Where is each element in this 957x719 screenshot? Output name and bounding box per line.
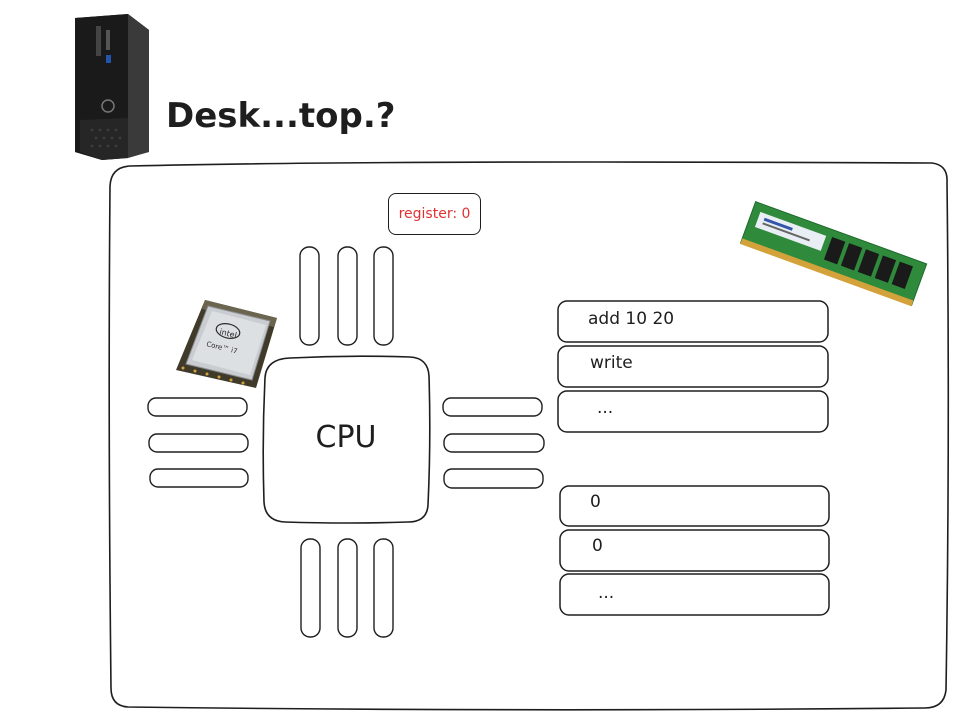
cpu-pins-top bbox=[299, 246, 394, 346]
cpu-label: CPU bbox=[315, 420, 377, 455]
chip-brand-text: intel bbox=[219, 327, 238, 340]
register-box: register: 0 bbox=[388, 193, 481, 235]
page-title: Desk...top.? bbox=[166, 96, 396, 136]
data-slots bbox=[559, 485, 830, 616]
data-slot-text: ... bbox=[598, 583, 615, 603]
instruction-slot-text: write bbox=[590, 353, 633, 373]
cpu-pins-bottom bbox=[300, 538, 394, 638]
data-slot-text: 0 bbox=[592, 536, 603, 556]
ram-stick-image bbox=[739, 201, 928, 307]
cpu-chip-image: intel Core™ i7 bbox=[176, 300, 277, 388]
data-slot-text: 0 bbox=[590, 492, 601, 512]
desktop-tower-image bbox=[75, 14, 149, 160]
outer-frame bbox=[108, 161, 950, 711]
cpu-pins-right bbox=[442, 397, 545, 489]
cpu-body bbox=[262, 355, 431, 524]
instruction-slot-text: add 10 20 bbox=[588, 309, 675, 329]
instruction-slot-text: ... bbox=[597, 398, 614, 418]
cpu-pins-left bbox=[147, 397, 249, 488]
instruction-slots bbox=[557, 300, 829, 433]
register-label: register: 0 bbox=[398, 206, 471, 222]
